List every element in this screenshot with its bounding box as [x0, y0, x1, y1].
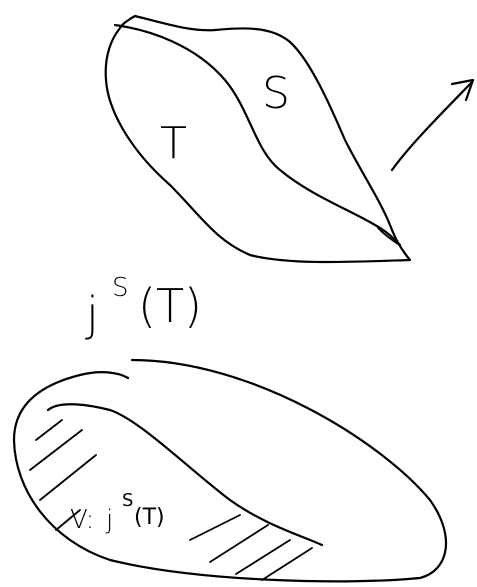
- region-t-label: T: [160, 118, 187, 169]
- v-jet: j: [105, 505, 113, 535]
- arrow-shaft: [390, 80, 474, 172]
- hatch-line: [55, 509, 81, 531]
- arrow-head-icon: [450, 78, 475, 102]
- hatching: [29, 419, 313, 581]
- v-superscript: S: [122, 490, 133, 511]
- jet-argument: (T): [138, 279, 202, 333]
- hatch-line: [235, 539, 291, 575]
- t-s-divider: [113, 23, 402, 247]
- lower-region: V: j S (T): [12, 358, 448, 583]
- jet-superscript: S: [112, 273, 129, 303]
- lower-oval-outline: [12, 358, 448, 583]
- hatch-line: [39, 454, 97, 501]
- upper-region: S T: [104, 14, 412, 264]
- normal-arrow: [390, 78, 475, 172]
- hatch-line: [35, 419, 63, 441]
- v-prefix: V:: [70, 505, 94, 535]
- v-label: V: j S (T): [70, 490, 165, 535]
- hatch-line: [209, 524, 269, 563]
- v-inner-curve: [46, 403, 324, 547]
- jet-prefix: j: [85, 287, 99, 341]
- v-argument: (T): [134, 505, 165, 530]
- tip-stroke: [377, 227, 399, 245]
- hatch-line: [29, 429, 83, 471]
- region-s-label: S: [262, 68, 290, 119]
- hatch-line: [189, 514, 241, 541]
- hatch-line: [261, 547, 313, 581]
- upper-region-outline: [104, 14, 412, 264]
- jet-label: j S (T): [85, 273, 202, 341]
